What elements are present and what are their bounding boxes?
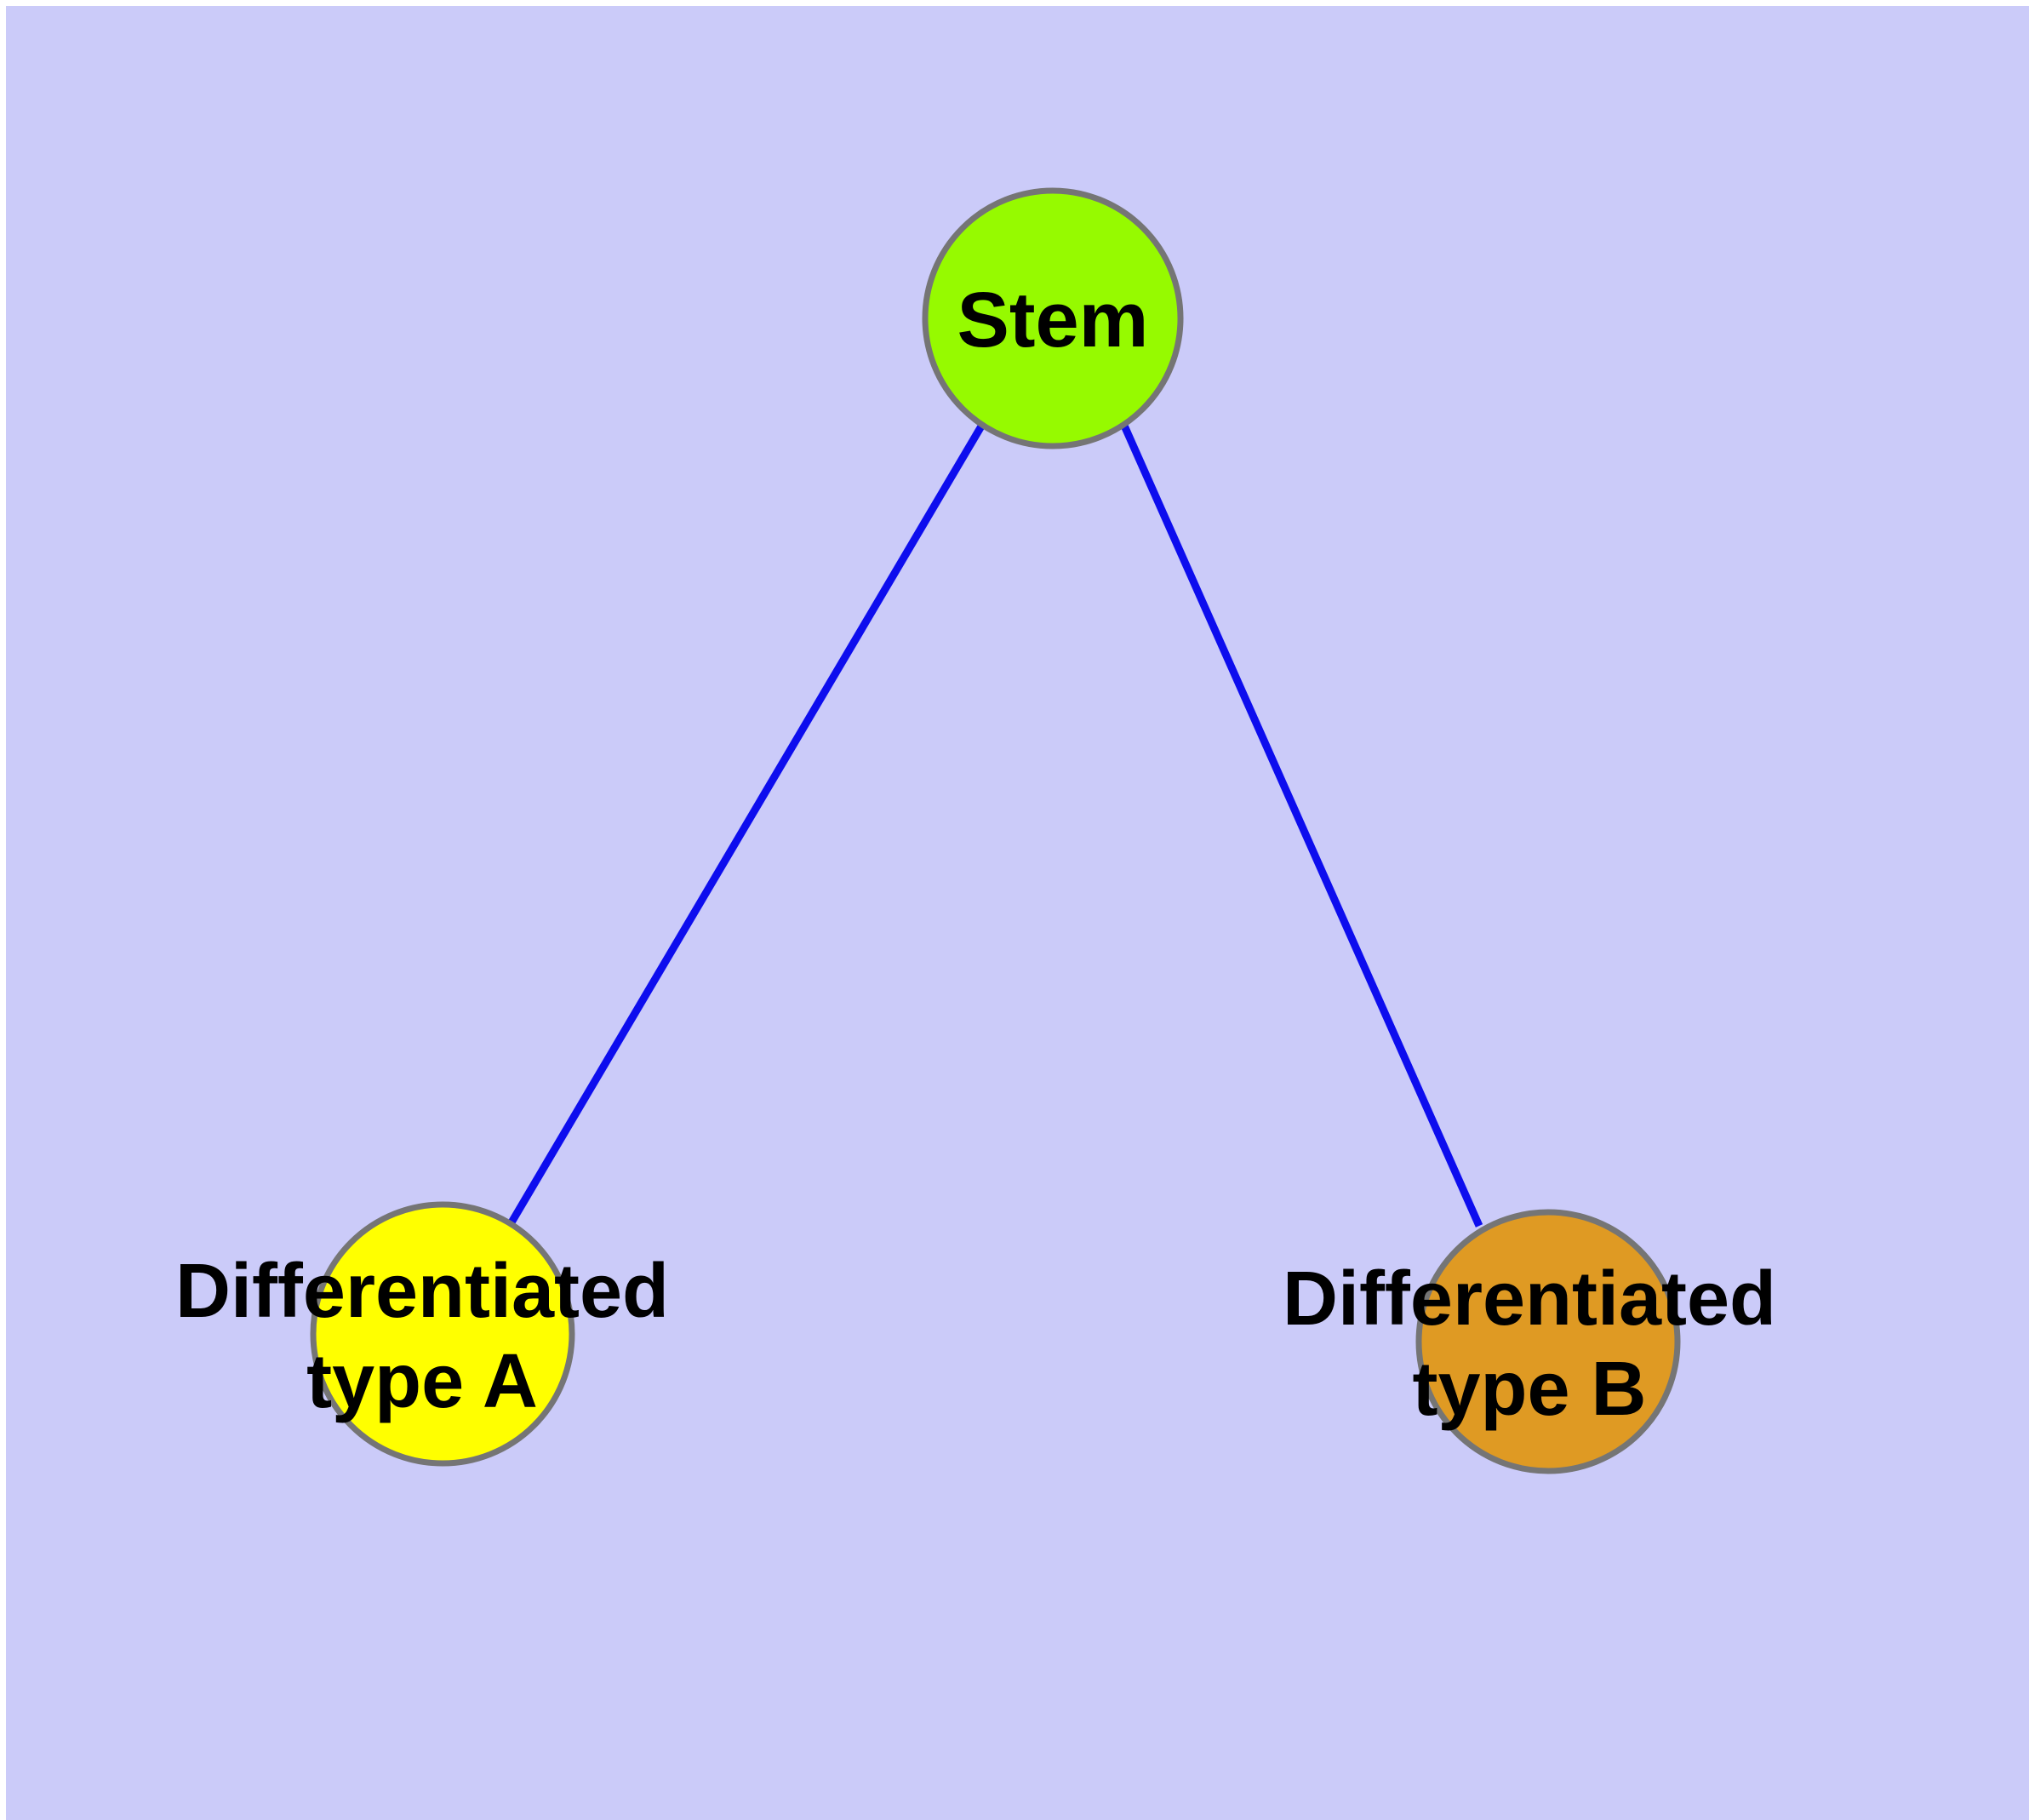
node-differentiated-type-b-label-line-2: type B xyxy=(1412,1347,1646,1432)
node-stem[interactable]: Stem xyxy=(922,187,1184,449)
node-differentiated-type-b-label-line-1: Differentiated xyxy=(1283,1256,1776,1342)
node-differentiated-type-b[interactable] xyxy=(1415,1209,1681,1474)
edge-layer xyxy=(508,422,1483,1228)
node-differentiated-type-a[interactable] xyxy=(310,1201,575,1467)
node-stem-circle[interactable] xyxy=(922,187,1184,449)
label-layer: Differentiated type A Differentiated typ… xyxy=(175,1249,1776,1432)
node-differentiated-type-a-circle[interactable] xyxy=(310,1201,575,1467)
edge-stem-to-differentiated-type-b[interactable] xyxy=(1120,424,1483,1228)
node-differentiated-type-a-label-line-2: type A xyxy=(306,1339,538,1424)
node-layer: Stem xyxy=(310,187,1681,1474)
node-differentiated-type-b-circle[interactable] xyxy=(1415,1209,1681,1474)
node-stem-label-line-1: Stem xyxy=(957,277,1149,363)
node-differentiated-type-a-label-line-1: Differentiated xyxy=(175,1249,669,1334)
edge-stem-to-differentiated-type-a[interactable] xyxy=(508,422,986,1225)
